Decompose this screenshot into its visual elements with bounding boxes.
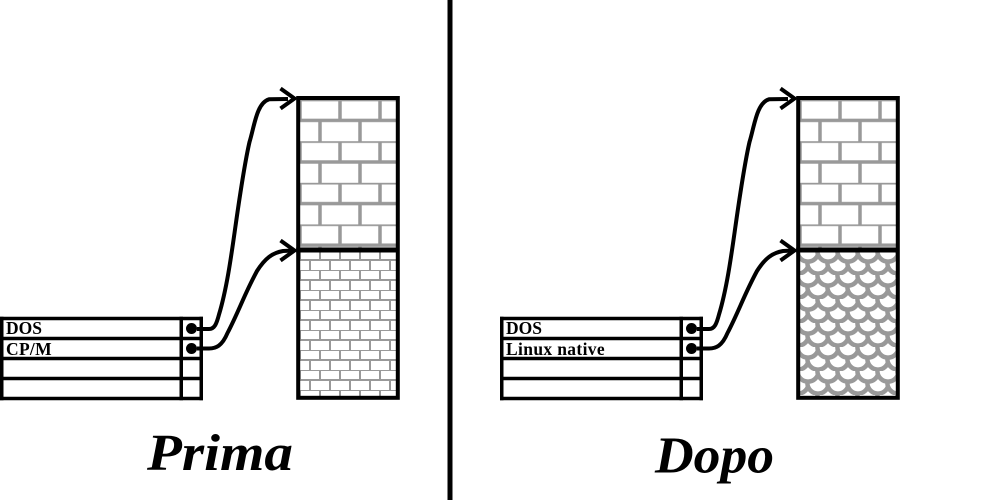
svg-text:DOS: DOS [6,318,42,338]
svg-text:CP/M: CP/M [6,339,52,359]
svg-text:DOS: DOS [506,318,542,338]
svg-text:Dopo: Dopo [654,428,774,485]
svg-text:Linux native: Linux native [506,339,605,359]
svg-text:Prima: Prima [146,425,293,482]
